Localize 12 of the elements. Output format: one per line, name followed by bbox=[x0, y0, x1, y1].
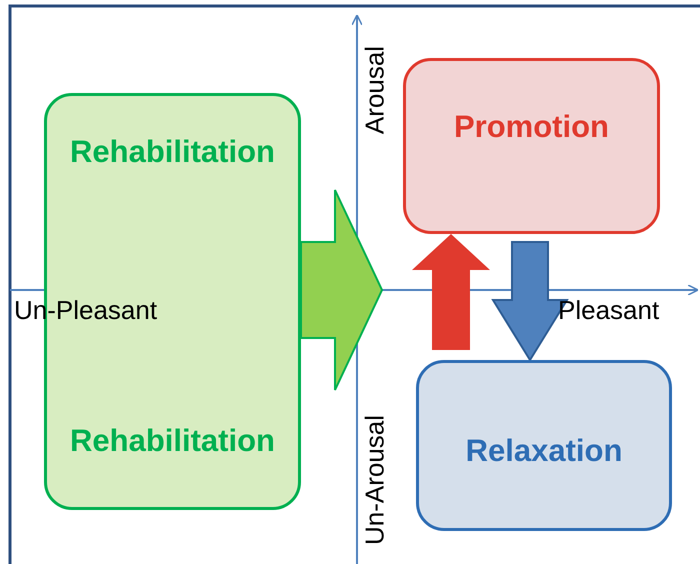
axis-label: Arousal bbox=[360, 46, 390, 134]
block-arrow bbox=[300, 189, 384, 391]
axis-label: Un-Arousal bbox=[360, 414, 390, 546]
rounded-box bbox=[416, 360, 672, 531]
rounded-box bbox=[403, 58, 660, 234]
axis-label: Pleasant bbox=[558, 295, 660, 326]
node-title: Rehabilitation bbox=[69, 423, 276, 459]
node-title: Relaxation bbox=[464, 433, 624, 469]
block-arrow bbox=[491, 241, 569, 362]
block-arrow bbox=[412, 234, 490, 350]
node-title: Rehabilitation bbox=[69, 134, 276, 170]
node-title: Promotion bbox=[453, 109, 610, 145]
